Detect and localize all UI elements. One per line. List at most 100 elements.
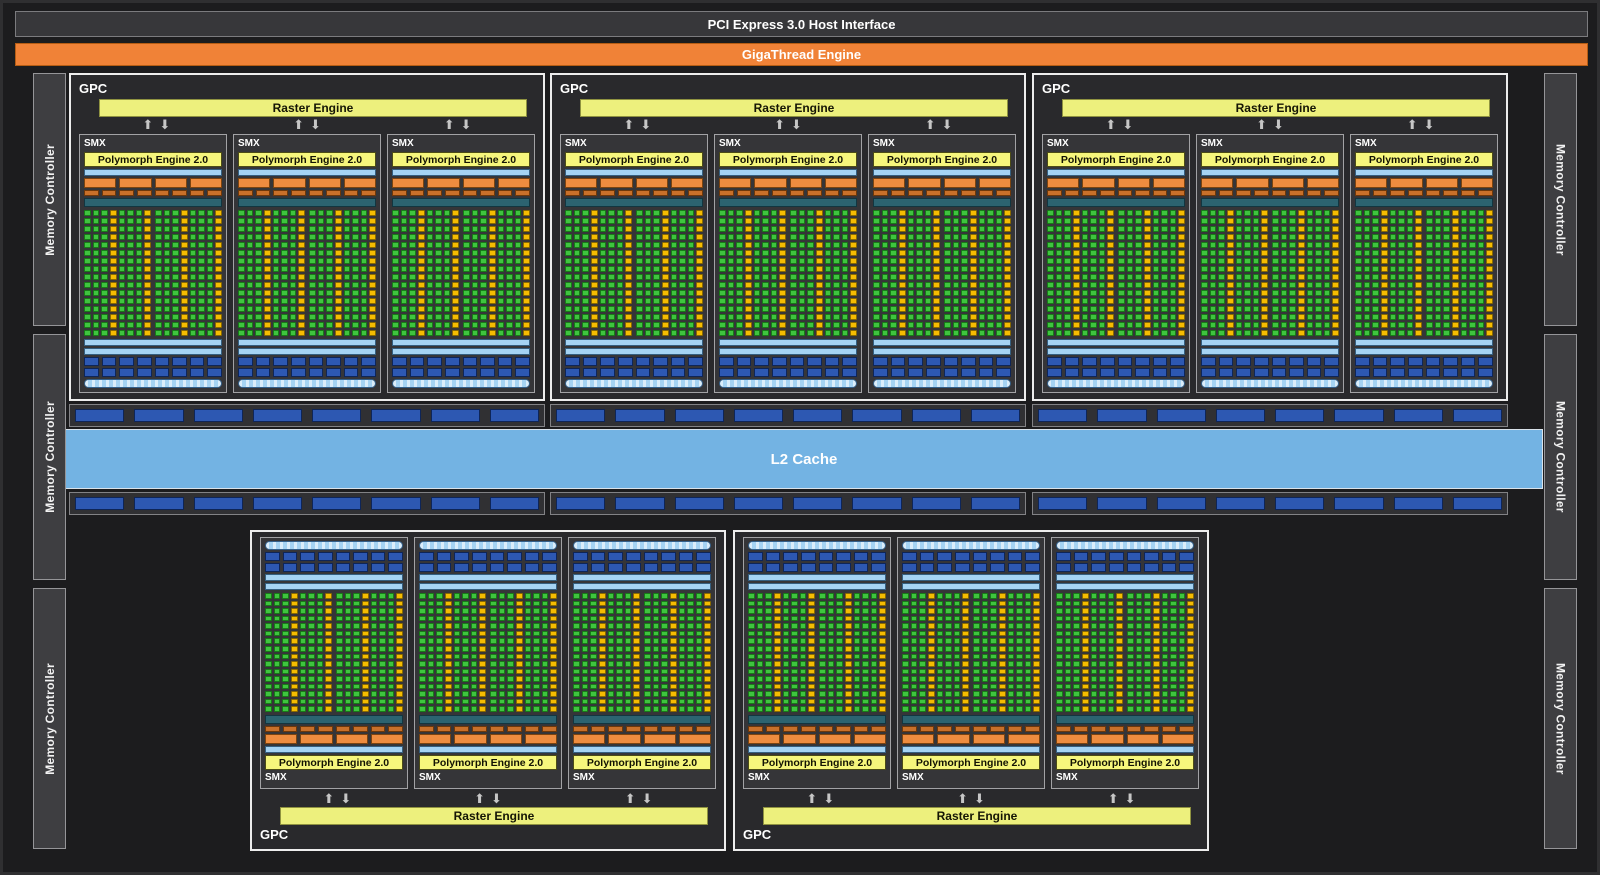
sfu-ldst-unit-cell	[180, 290, 188, 296]
cuda-core-cell	[1047, 314, 1054, 320]
cuda-core-cell	[419, 683, 426, 690]
sfu-ldst-unit-cell	[417, 314, 425, 320]
sfu-ldst-unit-cell	[550, 668, 557, 675]
cuda-core-cell	[309, 234, 316, 240]
cuda-core-cell	[1098, 226, 1106, 232]
cuda-core-cell	[719, 210, 726, 216]
cuda-core-cell	[326, 210, 333, 216]
dispatch-unit-row	[265, 726, 403, 732]
cuda-core-cell	[1272, 226, 1279, 232]
cuda-core-cell	[727, 274, 735, 280]
cuda-core-cell	[987, 242, 994, 248]
cuda-core-cell	[443, 258, 451, 264]
cuda-core-cell	[281, 322, 288, 328]
cuda-core-cell	[255, 322, 262, 328]
cuda-core-cell	[670, 218, 678, 224]
dispatch-unit-row	[1056, 726, 1194, 732]
cuda-core-cell	[1289, 298, 1296, 304]
cuda-core-cell	[436, 668, 443, 675]
texture-unit-segment	[1047, 357, 1062, 366]
cuda-core-cell	[272, 282, 280, 288]
sfu-ldst-unit-cell	[927, 608, 935, 614]
sfu-ldst-unit-cell	[515, 645, 523, 652]
sfu-ldst-unit-cell	[515, 600, 523, 607]
cuda-core-cell	[1107, 706, 1115, 712]
cuda-core-cell	[1289, 330, 1296, 336]
smx-label: SMX	[265, 772, 287, 783]
cuda-core-cell	[695, 676, 703, 682]
sfu-ldst-unit-cell	[215, 290, 222, 296]
cuda-core-cell	[84, 314, 91, 320]
cuda-core-cell	[770, 314, 778, 320]
sfu-ldst-unit-cell	[933, 314, 940, 320]
texture-unit-segment	[326, 357, 341, 366]
cuda-core-cell	[92, 330, 100, 336]
core-grid-half	[1056, 593, 1123, 712]
sfu-ldst-unit-cell	[1332, 290, 1339, 296]
cuda-core-cell	[533, 593, 540, 599]
cuda-core-cell	[470, 683, 478, 690]
cuda-core-cell	[400, 298, 408, 304]
sfu-ldst-unit-cell	[1152, 661, 1160, 667]
cuda-core-cell	[565, 282, 572, 288]
dispatch-unit-segment	[1306, 190, 1322, 196]
cuda-core-cell	[881, 314, 889, 320]
cuda-core-cell	[255, 306, 262, 312]
sfu-ldst-unit-cell	[550, 676, 557, 682]
texture-unit-segment	[317, 563, 333, 572]
cuda-core-cell	[273, 623, 281, 629]
cuda-core-cell	[853, 623, 861, 629]
cuda-core-cell	[1469, 314, 1476, 320]
sfu-ldst-unit-cell	[773, 653, 781, 660]
sfu-ldst-unit-cell	[1486, 298, 1493, 304]
warp-scheduler-segment	[524, 734, 557, 744]
cuda-core-cell	[392, 314, 399, 320]
cuda-core-cell	[652, 661, 660, 667]
sfu-ldst-unit-cell	[109, 258, 117, 264]
cuda-core-cell	[1107, 600, 1115, 607]
arrow-pair: ⬆⬇	[562, 117, 713, 133]
sfu-ldst-unit-cell	[879, 698, 886, 705]
sfu-ldst-unit-cell	[298, 306, 305, 312]
cuda-core-cell	[1169, 274, 1177, 280]
sfu-ldst-unit-cell	[180, 306, 188, 312]
texture-unit-segment	[789, 368, 805, 377]
dispatch-unit-segment	[419, 726, 434, 732]
shared-memory-bar	[419, 583, 557, 590]
cuda-core-cell	[1169, 226, 1177, 232]
cuda-core-cell	[409, 210, 416, 216]
register-file-bar	[238, 198, 376, 207]
cuda-core-cell	[1118, 242, 1125, 248]
sfu-ldst-unit-cell	[1107, 242, 1114, 248]
cuda-core-cell	[1252, 226, 1260, 232]
cuda-core-cell	[265, 645, 272, 652]
cuda-core-cell	[498, 706, 506, 712]
cuda-core-cell	[961, 250, 968, 256]
sfu-ldst-unit-cell	[396, 615, 403, 622]
cuda-core-cell	[92, 234, 100, 240]
cuda-core-cell	[387, 608, 395, 614]
cuda-core-cell	[841, 298, 849, 304]
cuda-core-cell	[590, 653, 597, 660]
cuda-core-cell	[973, 698, 980, 705]
sfu-ldst-unit-cell	[1261, 330, 1268, 336]
cuda-core-cell	[135, 258, 143, 264]
cuda-core-cell	[1170, 668, 1177, 675]
sfu-ldst-unit-cell	[1297, 258, 1305, 264]
sfu-ldst-unit-cell	[180, 330, 188, 336]
cuda-core-cell	[400, 322, 408, 328]
cuda-core-cell	[798, 330, 806, 336]
cuda-core-cell	[490, 623, 497, 629]
cuda-core-cell	[1064, 653, 1072, 660]
sfu-ldst-unit-cell	[144, 242, 151, 248]
cuda-core-cell	[581, 615, 589, 622]
sfu-ldst-unit-cell	[661, 314, 669, 320]
sfu-ldst-unit-cell	[369, 266, 376, 272]
sfu-ldst-unit-cell	[444, 683, 452, 690]
cuda-core-cell	[590, 676, 597, 682]
dispatch-unit-segment	[1236, 190, 1251, 196]
sfu-ldst-unit-cell	[773, 600, 781, 607]
texture-unit-segment	[1144, 563, 1159, 572]
cuda-core-cell	[687, 630, 694, 637]
cuda-core-cell	[135, 242, 143, 248]
